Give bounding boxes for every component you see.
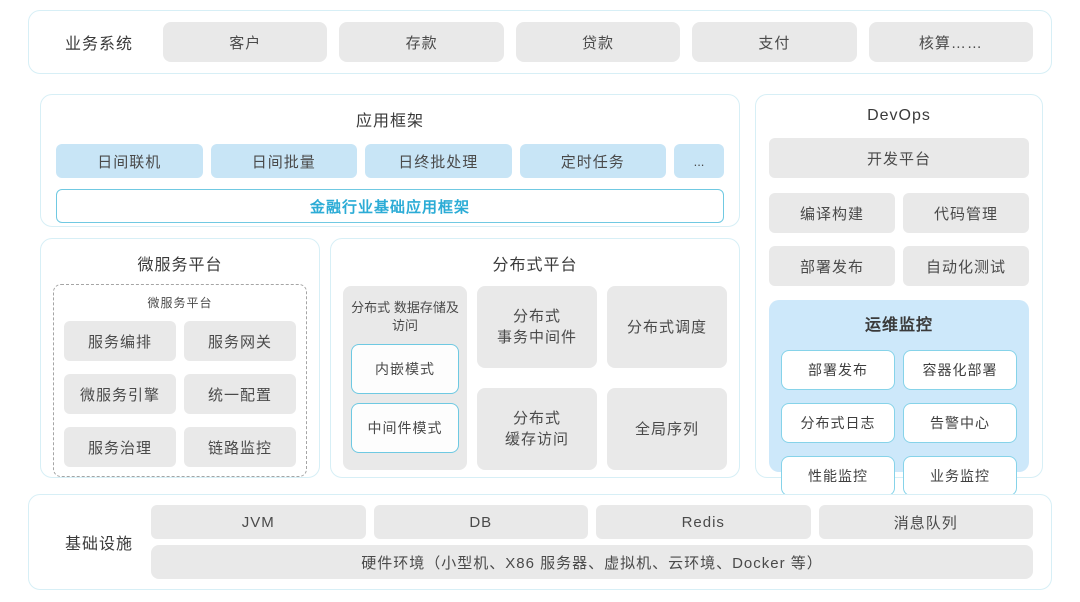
- distributed-transaction-line2: 事务中间件: [496, 329, 577, 346]
- distributed-right-column: 分布式调度 全局序列: [607, 286, 727, 470]
- business-item-customer: 客户: [163, 22, 328, 62]
- app-framework-section: 应用框架 日间联机 日间批量 日终批处理 定时任务 ... 金融行业基础应用框架: [40, 94, 740, 227]
- monitor-item-biz-monitor: 业务监控: [903, 456, 1017, 496]
- finance-base-framework-bar: 金融行业基础应用框架: [56, 189, 724, 223]
- app-item-daytime-batch: 日间批量: [210, 144, 357, 178]
- micro-item-tracing: 链路监控: [184, 427, 296, 467]
- monitor-item-dist-log: 分布式日志: [781, 403, 895, 443]
- ops-monitoring-box: 运维监控 部署发布 容器化部署 分布式日志 告警中心 性能监控 业务监控: [769, 300, 1029, 496]
- devops-item-dev-platform: 开发平台: [769, 138, 1029, 178]
- micro-item-engine: 微服务引擎: [64, 374, 176, 414]
- distributed-middle-column: 分布式 事务中间件 分布式 缓存访问: [477, 286, 597, 470]
- distributed-cache-line1: 分布式: [512, 410, 561, 427]
- business-item-payment: 支付: [692, 22, 857, 62]
- devops-item-build: 编译构建: [769, 193, 895, 233]
- infra-item-mq: 消息队列: [818, 505, 1033, 539]
- ops-monitoring-title: 运维监控: [864, 317, 933, 334]
- distributed-scheduling-box: 分布式调度: [607, 286, 727, 368]
- devops-item-auto-test: 自动化测试: [903, 246, 1029, 286]
- business-item-loan: 贷款: [515, 22, 681, 62]
- ops-monitoring-grid: 部署发布 容器化部署 分布式日志 告警中心 性能监控 业务监控: [781, 350, 1017, 496]
- microservice-inner-title: 微服务平台: [147, 296, 213, 310]
- app-framework-title: 应用框架: [355, 113, 424, 130]
- microservice-inner-box: 微服务平台 服务编排 服务网关 微服务引擎 统一配置 服务治理 链路监控: [53, 284, 307, 477]
- micro-item-config: 统一配置: [184, 374, 296, 414]
- business-item-deposit: 存款: [339, 22, 504, 62]
- distributed-platform-title: 分布式平台: [492, 257, 578, 274]
- micro-item-governance: 服务治理: [64, 427, 176, 467]
- app-item-scheduled-task: 定时任务: [519, 144, 666, 178]
- devops-title: DevOps: [867, 107, 931, 124]
- infrastructure-row: JVM DB Redis 消息队列: [151, 505, 1033, 539]
- distributed-transaction-line1: 分布式: [512, 308, 561, 325]
- devops-section: DevOps 开发平台 编译构建 代码管理 部署发布 自动化测试 运维监控 部署…: [755, 94, 1043, 496]
- app-framework-row: 日间联机 日间批量 日终批处理 定时任务 ...: [56, 144, 724, 178]
- microservice-platform-section: 微服务平台 微服务平台 服务编排 服务网关 微服务引擎 统一配置 服务治理 链路…: [40, 238, 320, 478]
- microservice-grid: 服务编排 服务网关 微服务引擎 统一配置 服务治理 链路监控: [64, 321, 296, 467]
- monitor-item-deploy: 部署发布: [781, 350, 895, 390]
- devops-item-deploy: 部署发布: [769, 246, 895, 286]
- devops-grid: 编译构建 代码管理 部署发布 自动化测试: [769, 193, 1029, 286]
- distributed-cache-box: 分布式 缓存访问: [477, 388, 597, 470]
- distributed-storage-line2: 数据存储及访问: [391, 300, 459, 333]
- distributed-grid: 分布式 数据存储及访问 内嵌模式 中间件模式 分布式 事务中间件 分布式 缓存访…: [343, 286, 727, 470]
- distributed-transaction-box: 分布式 事务中间件: [477, 286, 597, 368]
- business-item-accounting: 核算……: [868, 22, 1034, 62]
- micro-item-gateway: 服务网关: [184, 321, 296, 361]
- distributed-storage-box: 分布式 数据存储及访问 内嵌模式 中间件模式: [343, 286, 467, 470]
- distributed-storage-line1: 分布式: [351, 300, 391, 315]
- infra-item-jvm: JVM: [151, 505, 366, 539]
- app-item-daytime-online: 日间联机: [56, 144, 203, 178]
- microservice-platform-title: 微服务平台: [137, 257, 223, 274]
- distributed-platform-section: 分布式平台 分布式 数据存储及访问 内嵌模式 中间件模式 分布式 事务中间件 分…: [330, 238, 740, 478]
- storage-mode-embedded: 内嵌模式: [351, 344, 459, 394]
- storage-mode-middleware: 中间件模式: [351, 403, 459, 453]
- app-item-eod-batch: 日终批处理: [365, 144, 512, 178]
- distributed-storage-title: 分布式 数据存储及访问: [351, 299, 459, 335]
- distributed-cache-line2: 缓存访问: [504, 431, 569, 448]
- infra-item-db: DB: [373, 505, 588, 539]
- infra-item-redis: Redis: [596, 505, 811, 539]
- monitor-item-container-deploy: 容器化部署: [903, 350, 1017, 390]
- global-sequence-box: 全局序列: [607, 388, 727, 470]
- business-systems-section: 业务系统 客户 存款 贷款 支付 核算……: [28, 10, 1052, 74]
- monitor-item-perf-monitor: 性能监控: [781, 456, 895, 496]
- infrastructure-label: 基础设施: [64, 536, 133, 553]
- infrastructure-section: 基础设施 JVM DB Redis 消息队列 硬件环境（小型机、X86 服务器、…: [28, 494, 1052, 590]
- hardware-environment-bar: 硬件环境（小型机、X86 服务器、虚拟机、云环境、Docker 等）: [151, 545, 1033, 579]
- infrastructure-content: JVM DB Redis 消息队列 硬件环境（小型机、X86 服务器、虚拟机、云…: [151, 505, 1033, 579]
- business-systems-label: 业务系统: [64, 36, 133, 53]
- app-item-more: ...: [674, 144, 724, 178]
- micro-item-orchestration: 服务编排: [64, 321, 176, 361]
- monitor-item-alert-center: 告警中心: [903, 403, 1017, 443]
- devops-item-code-mgmt: 代码管理: [903, 193, 1029, 233]
